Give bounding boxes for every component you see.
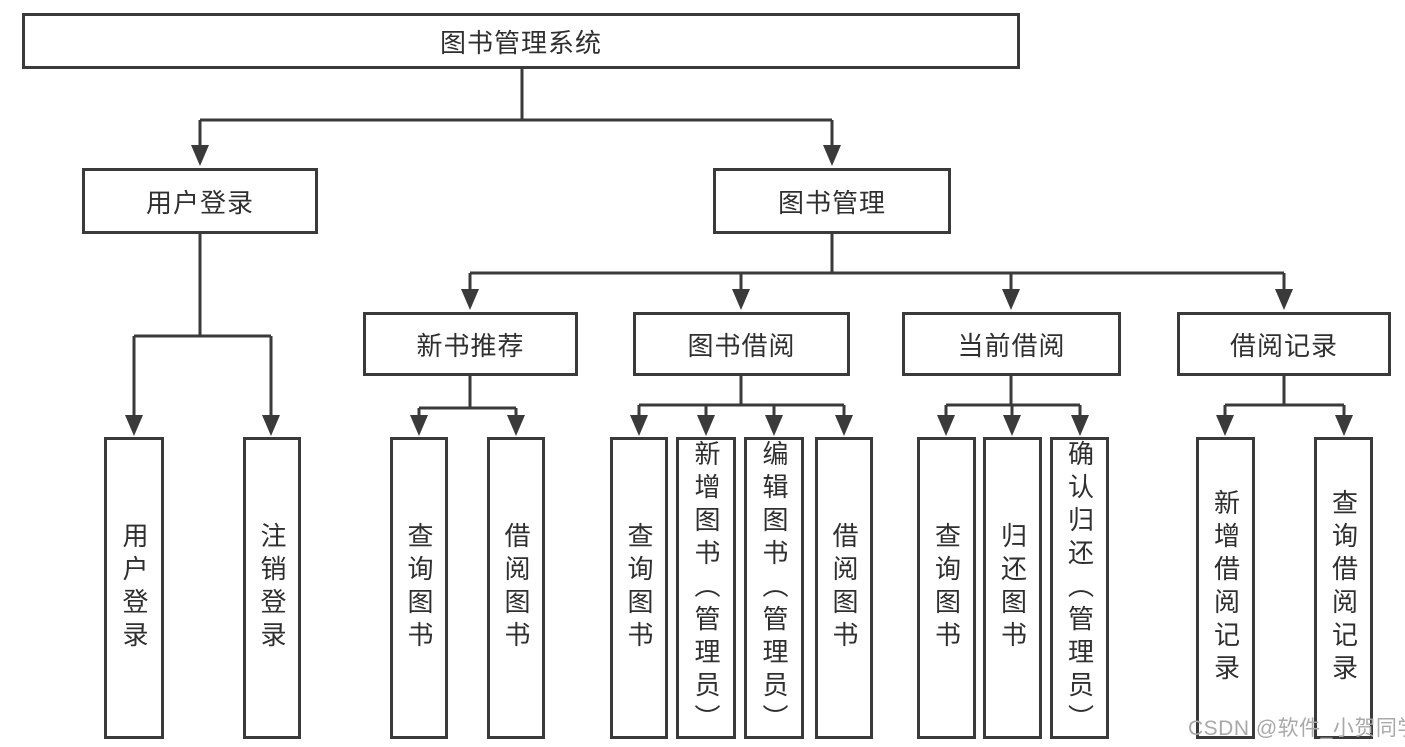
node-current-borrow: 当前借阅 [902, 312, 1121, 376]
connector-book-management-to-level3 [461, 234, 1293, 310]
node-book-borrow: 图书借阅 [633, 312, 850, 376]
leaf-confirm-return-admin-label: 确认归还（管理员） [1064, 440, 1095, 737]
connector-root-to-level2 [191, 69, 841, 166]
connector-borrow-records-to-leaves [1216, 376, 1353, 436]
leaf-query-books-current-label: 查询图书 [931, 522, 962, 654]
leaf-add-borrow-record: 新增借阅记录 [1196, 437, 1255, 739]
leaf-query-borrow-record-label: 查询借阅记录 [1328, 489, 1359, 687]
connector-current-borrow-to-leaves [937, 376, 1089, 436]
leaf-return-books-label: 归还图书 [997, 522, 1028, 654]
leaf-add-borrow-record-label: 新增借阅记录 [1210, 489, 1241, 687]
node-borrow-records: 借阅记录 [1177, 312, 1391, 376]
leaf-query-books-current: 查询图书 [917, 437, 976, 739]
leaf-borrow-books-label: 借阅图书 [829, 522, 859, 654]
node-user-login-label: 用户登录 [145, 187, 254, 218]
leaf-logout-label: 注销登录 [257, 522, 287, 654]
node-borrow-records-label: 借阅记录 [1229, 330, 1338, 361]
connector-user-login-to-leaves [125, 234, 280, 436]
leaf-return-books: 归还图书 [983, 437, 1042, 739]
node-book-management: 图书管理 [713, 168, 951, 234]
leaf-add-books-admin-label: 新增图书（管理员） [691, 440, 721, 737]
node-root-label: 图书管理系统 [439, 27, 602, 58]
leaf-user-login: 用户登录 [104, 437, 164, 739]
leaf-add-books-admin: 新增图书（管理员） [676, 437, 736, 739]
leaf-borrow-books-recommend-label: 借阅图书 [501, 522, 531, 654]
csdn-watermark: CSDN @软件_小贺同学 [1188, 717, 1405, 740]
leaf-user-login-label: 用户登录 [119, 522, 149, 654]
leaf-query-books-recommend: 查询图书 [390, 437, 448, 739]
node-current-borrow-label: 当前借阅 [957, 330, 1066, 361]
leaf-confirm-return-admin: 确认归还（管理员） [1050, 437, 1109, 739]
leaf-borrow-books: 借阅图书 [815, 437, 873, 739]
node-new-book-recommend: 新书推荐 [363, 312, 578, 376]
leaf-logout: 注销登录 [243, 437, 301, 739]
connector-new-book-recommend-to-leaves [410, 376, 525, 436]
leaf-query-books-borrow: 查询图书 [610, 437, 668, 739]
connector-book-borrow-to-leaves [630, 376, 853, 436]
node-root: 图书管理系统 [22, 13, 1020, 69]
leaf-query-books-borrow-label: 查询图书 [624, 522, 654, 654]
leaf-query-books-recommend-label: 查询图书 [404, 522, 434, 654]
leaf-edit-books-admin: 编辑图书（管理员） [744, 437, 804, 739]
node-book-management-label: 图书管理 [777, 187, 886, 218]
node-user-login: 用户登录 [82, 168, 318, 234]
node-new-book-recommend-label: 新书推荐 [416, 330, 525, 361]
node-book-borrow-label: 图书借阅 [687, 330, 796, 361]
leaf-borrow-books-recommend: 借阅图书 [487, 437, 545, 739]
leaf-edit-books-admin-label: 编辑图书（管理员） [759, 440, 789, 737]
leaf-query-borrow-record: 查询借阅记录 [1314, 437, 1373, 739]
